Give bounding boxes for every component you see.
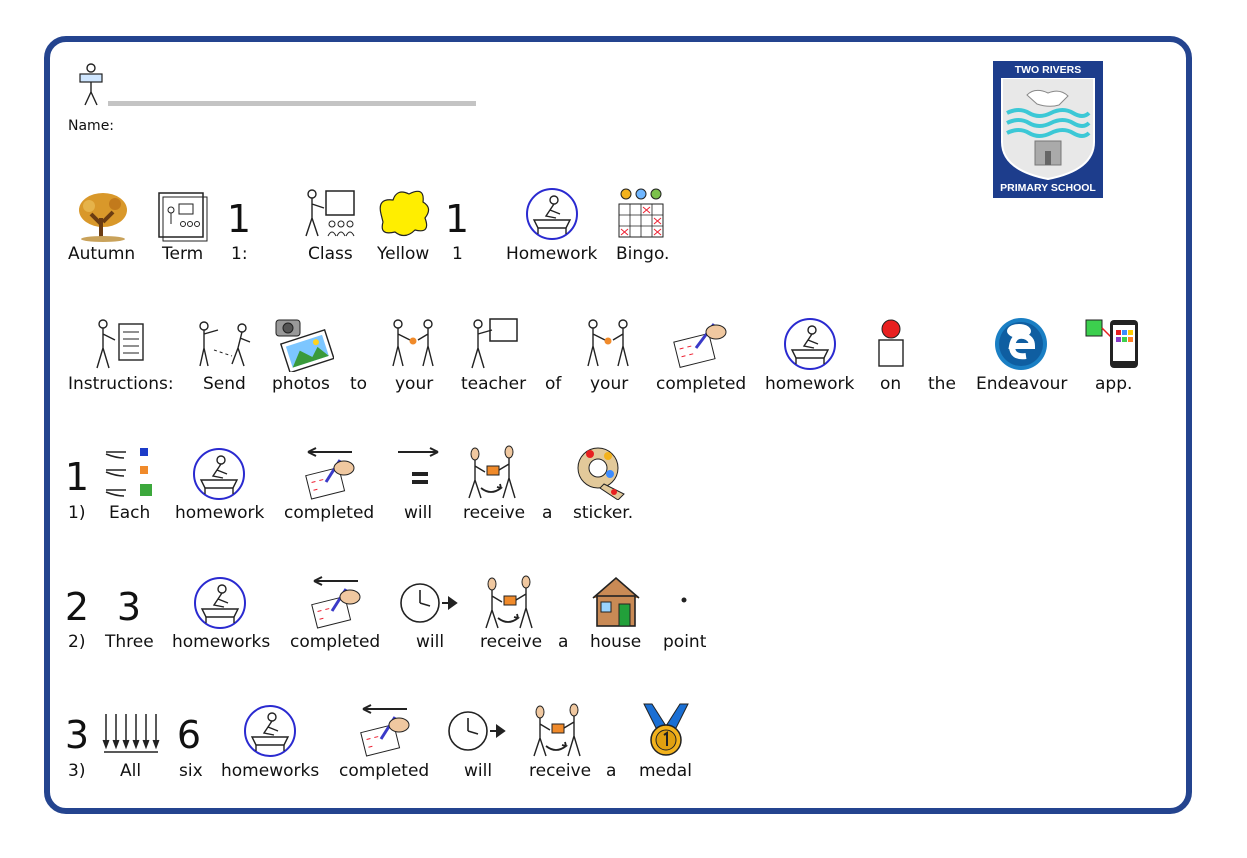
rule-word: point: [663, 632, 707, 652]
name-label: Name:: [68, 118, 115, 134]
rule-word: Each: [109, 503, 151, 523]
name-card-person-icon: [76, 62, 106, 106]
instruction-word: Instructions:: [68, 374, 174, 394]
photos-icon: [272, 314, 334, 372]
each-icon: [104, 446, 156, 500]
instruction-word: on: [880, 374, 902, 394]
completed-icon: [670, 318, 730, 368]
rule-word: Three: [105, 632, 154, 652]
homework-icon: [524, 186, 580, 242]
logo-top-text: TWO RIVERS: [1014, 64, 1082, 76]
rule-word: completed: [284, 503, 375, 523]
instruction-word: to: [350, 374, 368, 394]
number-symbol: 2: [64, 585, 90, 629]
rule-word: a: [542, 503, 553, 523]
homework-icon: [191, 446, 247, 502]
rule-word: homeworks: [221, 761, 320, 781]
term-calendar-icon: [155, 190, 209, 242]
instruction-word: teacher: [461, 374, 527, 394]
instruction-word: Endeavour: [976, 374, 1068, 394]
completed-icon: [300, 446, 360, 500]
will-clock-icon: [446, 708, 510, 754]
send-icon: [194, 320, 252, 370]
rule-word: homework: [175, 503, 265, 523]
rule-word: All: [120, 761, 142, 781]
will-icon: [396, 446, 444, 496]
logo-bottom-text: PRIMARY SCHOOL: [1000, 182, 1096, 194]
app-icon: [1084, 316, 1142, 370]
title-word: 1:: [231, 244, 248, 264]
title-word: Autumn: [68, 244, 136, 264]
homework-icon: [242, 703, 298, 759]
instruction-word: your: [395, 374, 434, 394]
rule-word: will: [404, 503, 433, 523]
number-symbol: 3: [64, 713, 90, 757]
number-symbol: 3: [116, 585, 142, 629]
rule-word: a: [558, 632, 569, 652]
receive-icon: [528, 702, 584, 758]
your-icon: [583, 318, 633, 370]
medal-icon: [638, 702, 694, 758]
point-icon: [676, 592, 692, 608]
completed-icon: [306, 575, 366, 629]
rule-word: six: [179, 761, 203, 781]
number-symbol: 1: [64, 455, 90, 499]
instruction-word: photos: [272, 374, 330, 394]
title-word: Homework: [506, 244, 598, 264]
rule-word: receive: [529, 761, 592, 781]
autumn-tree-icon: [75, 190, 131, 242]
homework-icon: [192, 575, 248, 631]
instruction-word: completed: [656, 374, 747, 394]
title-word: Yellow: [377, 244, 430, 264]
rule-word: medal: [639, 761, 692, 781]
completed-icon: [355, 703, 415, 757]
instruction-word: your: [590, 374, 629, 394]
number-symbol: 1: [226, 197, 252, 241]
endeavour-app-icon: [992, 316, 1050, 372]
title-word: 1: [452, 244, 463, 264]
number-symbol: 1: [444, 197, 470, 241]
rule-word: completed: [339, 761, 430, 781]
instructions-icon: [93, 318, 147, 370]
homework-icon: [782, 316, 838, 372]
rule-word: a: [606, 761, 617, 781]
yellow-splash-icon: [375, 186, 433, 240]
rule-word: completed: [290, 632, 381, 652]
rule-word: 2): [68, 632, 86, 652]
name-write-line[interactable]: [108, 101, 476, 106]
will-clock-icon: [398, 580, 462, 626]
house-icon: [589, 574, 643, 628]
sticker-icon: [574, 444, 630, 500]
worksheet-frame: [44, 36, 1192, 814]
title-word: Class: [308, 244, 353, 264]
rule-word: 3): [68, 761, 86, 781]
rule-word: house: [590, 632, 642, 652]
instruction-word: of: [545, 374, 562, 394]
number-symbol: 6: [176, 713, 202, 757]
instruction-word: homework: [765, 374, 855, 394]
rule-word: will: [464, 761, 493, 781]
class-icon: [300, 188, 358, 240]
receive-icon: [463, 444, 519, 500]
receive-icon: [480, 574, 536, 630]
rule-word: will: [416, 632, 445, 652]
bingo-card-icon: [616, 186, 666, 240]
rule-word: 1): [68, 503, 86, 523]
instruction-word: app.: [1095, 374, 1133, 394]
school-logo: TWO RIVERS PRIMARY SCHOOL: [993, 61, 1103, 198]
your-icon: [388, 318, 438, 370]
on-icon: [874, 318, 908, 368]
teacher-icon: [468, 316, 520, 370]
instruction-word: the: [928, 374, 956, 394]
title-word: Bingo.: [616, 244, 670, 264]
rule-word: receive: [463, 503, 526, 523]
all-icon: [102, 710, 160, 756]
instruction-word: Send: [203, 374, 246, 394]
rule-word: homeworks: [172, 632, 271, 652]
title-word: Term: [162, 244, 204, 264]
rule-word: receive: [480, 632, 543, 652]
rule-word: sticker.: [573, 503, 634, 523]
